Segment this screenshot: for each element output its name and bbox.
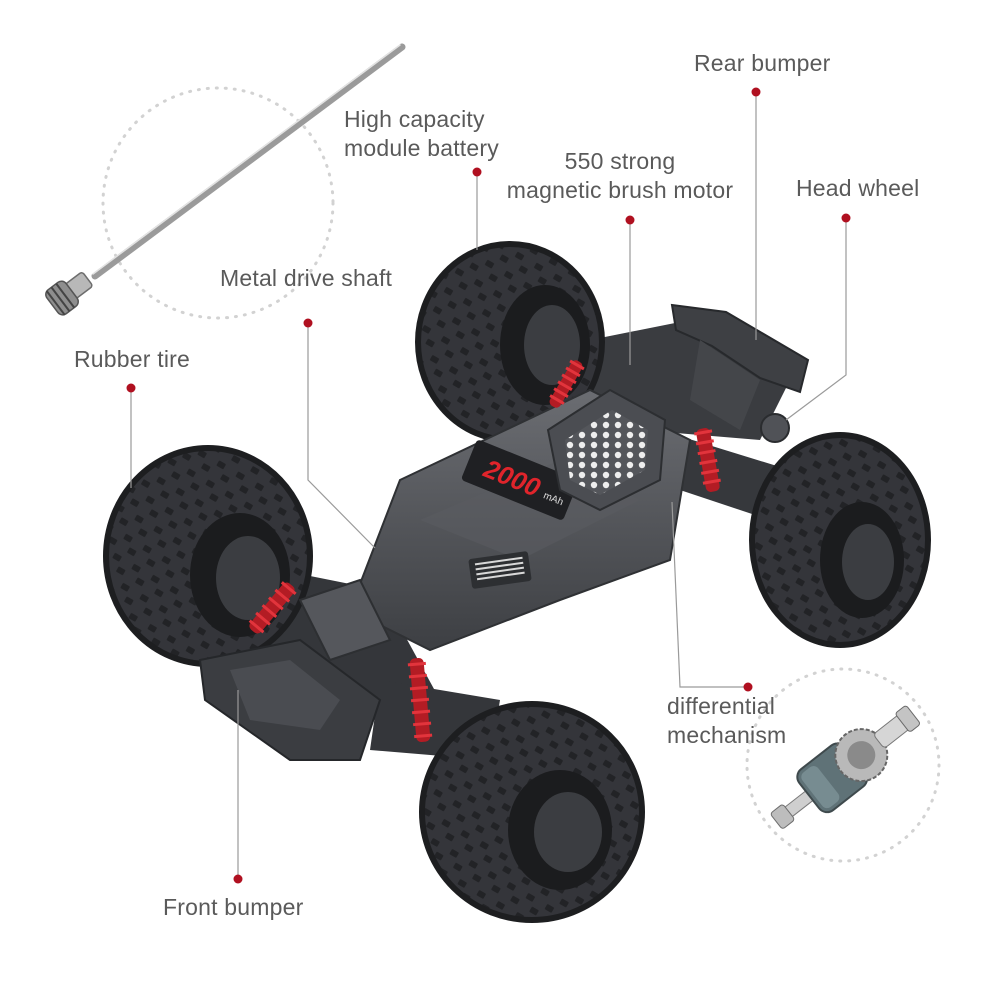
label-drive-shaft: Metal drive shaft (220, 265, 393, 291)
leader-drive-shaft (307, 323, 376, 549)
shock-absorber-front-right (407, 657, 433, 743)
marker-rubber-tire (126, 383, 136, 393)
label-battery: High capacity module battery (344, 106, 499, 161)
shock-absorber-rear-left (549, 359, 585, 408)
marker-front-bumper (233, 874, 243, 884)
front-left-tire (103, 445, 313, 667)
motor-housing (546, 388, 667, 512)
rc-truck: 2000 mAh (103, 241, 931, 923)
differential-callout-circle (745, 667, 941, 863)
label-front-bumper: Front bumper (163, 894, 304, 920)
label-head-wheel: Head wheel (796, 175, 920, 201)
marker-motor (625, 215, 635, 225)
leader-lines (130, 92, 847, 879)
marker-drive-shaft (303, 318, 313, 328)
drive-shaft-part-icon (45, 43, 406, 316)
head-wheel-part (760, 413, 790, 443)
leader-differential (671, 501, 748, 688)
shock-absorber-rear-right (694, 428, 721, 492)
front-right-tire (419, 701, 645, 923)
label-rear-bumper: Rear bumper (694, 50, 831, 76)
label-differential: differential mechanism (667, 693, 787, 748)
label-rubber-tire: Rubber tire (74, 346, 190, 372)
shaft-callout-circle (101, 86, 335, 320)
marker-differential (743, 682, 753, 692)
rear-right-tire (749, 432, 931, 648)
marker-battery (472, 167, 482, 177)
battery-label: 2000 mAh (461, 440, 579, 520)
shock-absorber-front-left (248, 581, 297, 634)
marker-dots (126, 87, 851, 884)
rear-bumper-part (670, 303, 810, 394)
marker-rear-bumper (751, 87, 761, 97)
leader-head-wheel (785, 218, 847, 421)
differential-part-icon (770, 705, 920, 829)
label-motor: 550 strong magnetic brush motor (506, 148, 734, 203)
marker-head-wheel (841, 213, 851, 223)
